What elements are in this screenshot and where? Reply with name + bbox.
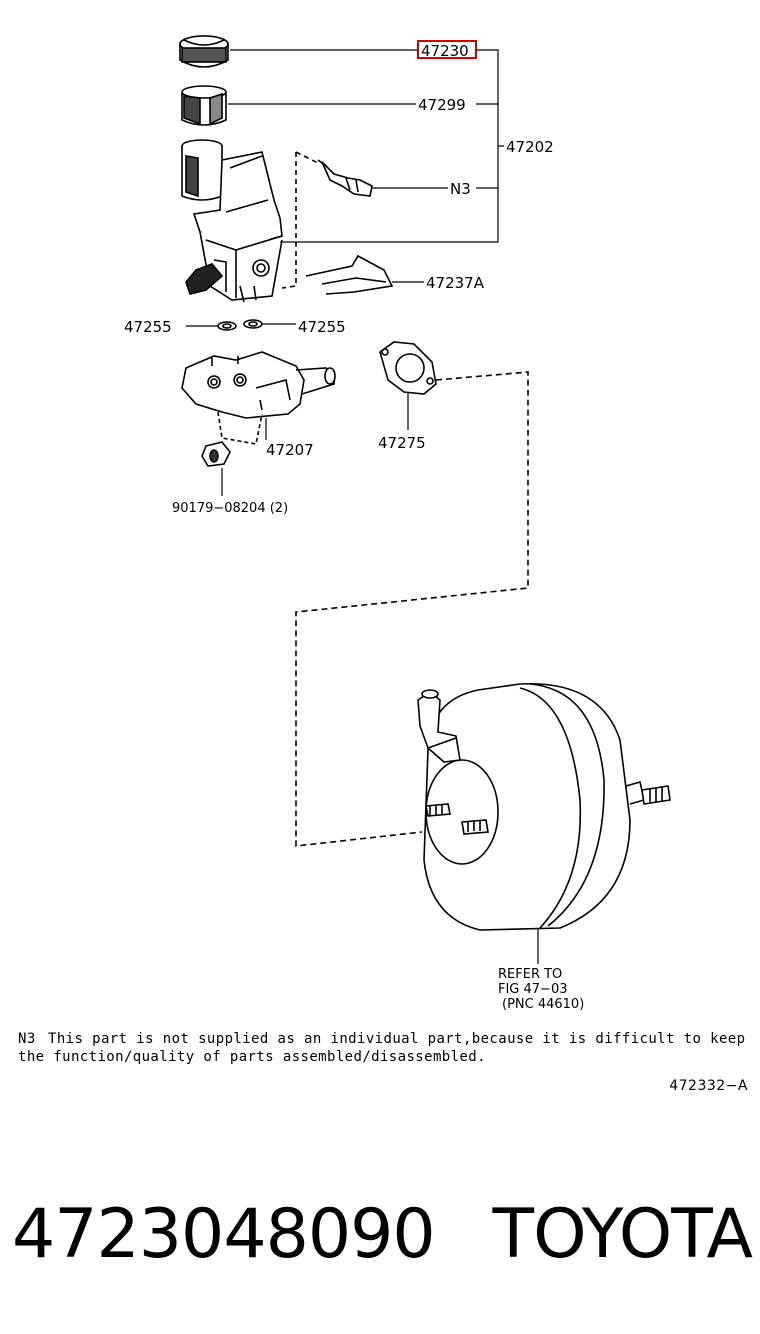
level-switch-connector-part[interactable] bbox=[317, 159, 373, 197]
label-47230[interactable]: 47230 bbox=[421, 42, 469, 60]
parts-diagram: 47230 47299 47202 N3 47237A 47255 47255 … bbox=[124, 35, 671, 1012]
footnote-text: This part is not supplied as an individu… bbox=[18, 1031, 746, 1065]
label-47207[interactable]: 47207 bbox=[266, 441, 314, 459]
refer-line-1: REFER TO bbox=[498, 967, 562, 982]
footer-title: 4723048090 TOYOTA bbox=[12, 1190, 753, 1280]
label-47255-right[interactable]: 47255 bbox=[298, 318, 346, 336]
master-cylinder-part[interactable] bbox=[181, 351, 336, 445]
label-90179[interactable]: 90179−08204 (2) bbox=[172, 501, 288, 516]
label-47255-left[interactable]: 47255 bbox=[124, 318, 172, 336]
brake-booster-part[interactable] bbox=[417, 682, 671, 931]
strainer-part[interactable] bbox=[181, 85, 227, 126]
part-number: 4723048090 bbox=[12, 1195, 436, 1274]
reservoir-clip-part[interactable] bbox=[305, 254, 394, 295]
refer-line-3: (PNC 44610) bbox=[502, 997, 584, 1012]
gasket-part[interactable] bbox=[379, 341, 437, 395]
label-47299[interactable]: 47299 bbox=[418, 96, 466, 114]
reservoir-cap-part[interactable] bbox=[179, 35, 229, 68]
grommet-right-part[interactable] bbox=[243, 319, 263, 329]
grommet-left-part[interactable] bbox=[217, 321, 237, 331]
figure-reference: 472332−A bbox=[669, 1078, 748, 1094]
footnote-code: N3 bbox=[18, 1031, 36, 1047]
highlight-box bbox=[417, 40, 477, 59]
refer-line-2: FIG 47−03 bbox=[498, 982, 568, 997]
nut-part[interactable] bbox=[201, 441, 231, 467]
label-n3[interactable]: N3 bbox=[450, 180, 471, 198]
label-47202[interactable]: 47202 bbox=[506, 138, 554, 156]
reservoir-tank-part[interactable] bbox=[181, 139, 283, 303]
brand-name: TOYOTA bbox=[492, 1195, 753, 1274]
label-47237a[interactable]: 47237A bbox=[426, 274, 485, 292]
label-47275[interactable]: 47275 bbox=[378, 434, 426, 452]
